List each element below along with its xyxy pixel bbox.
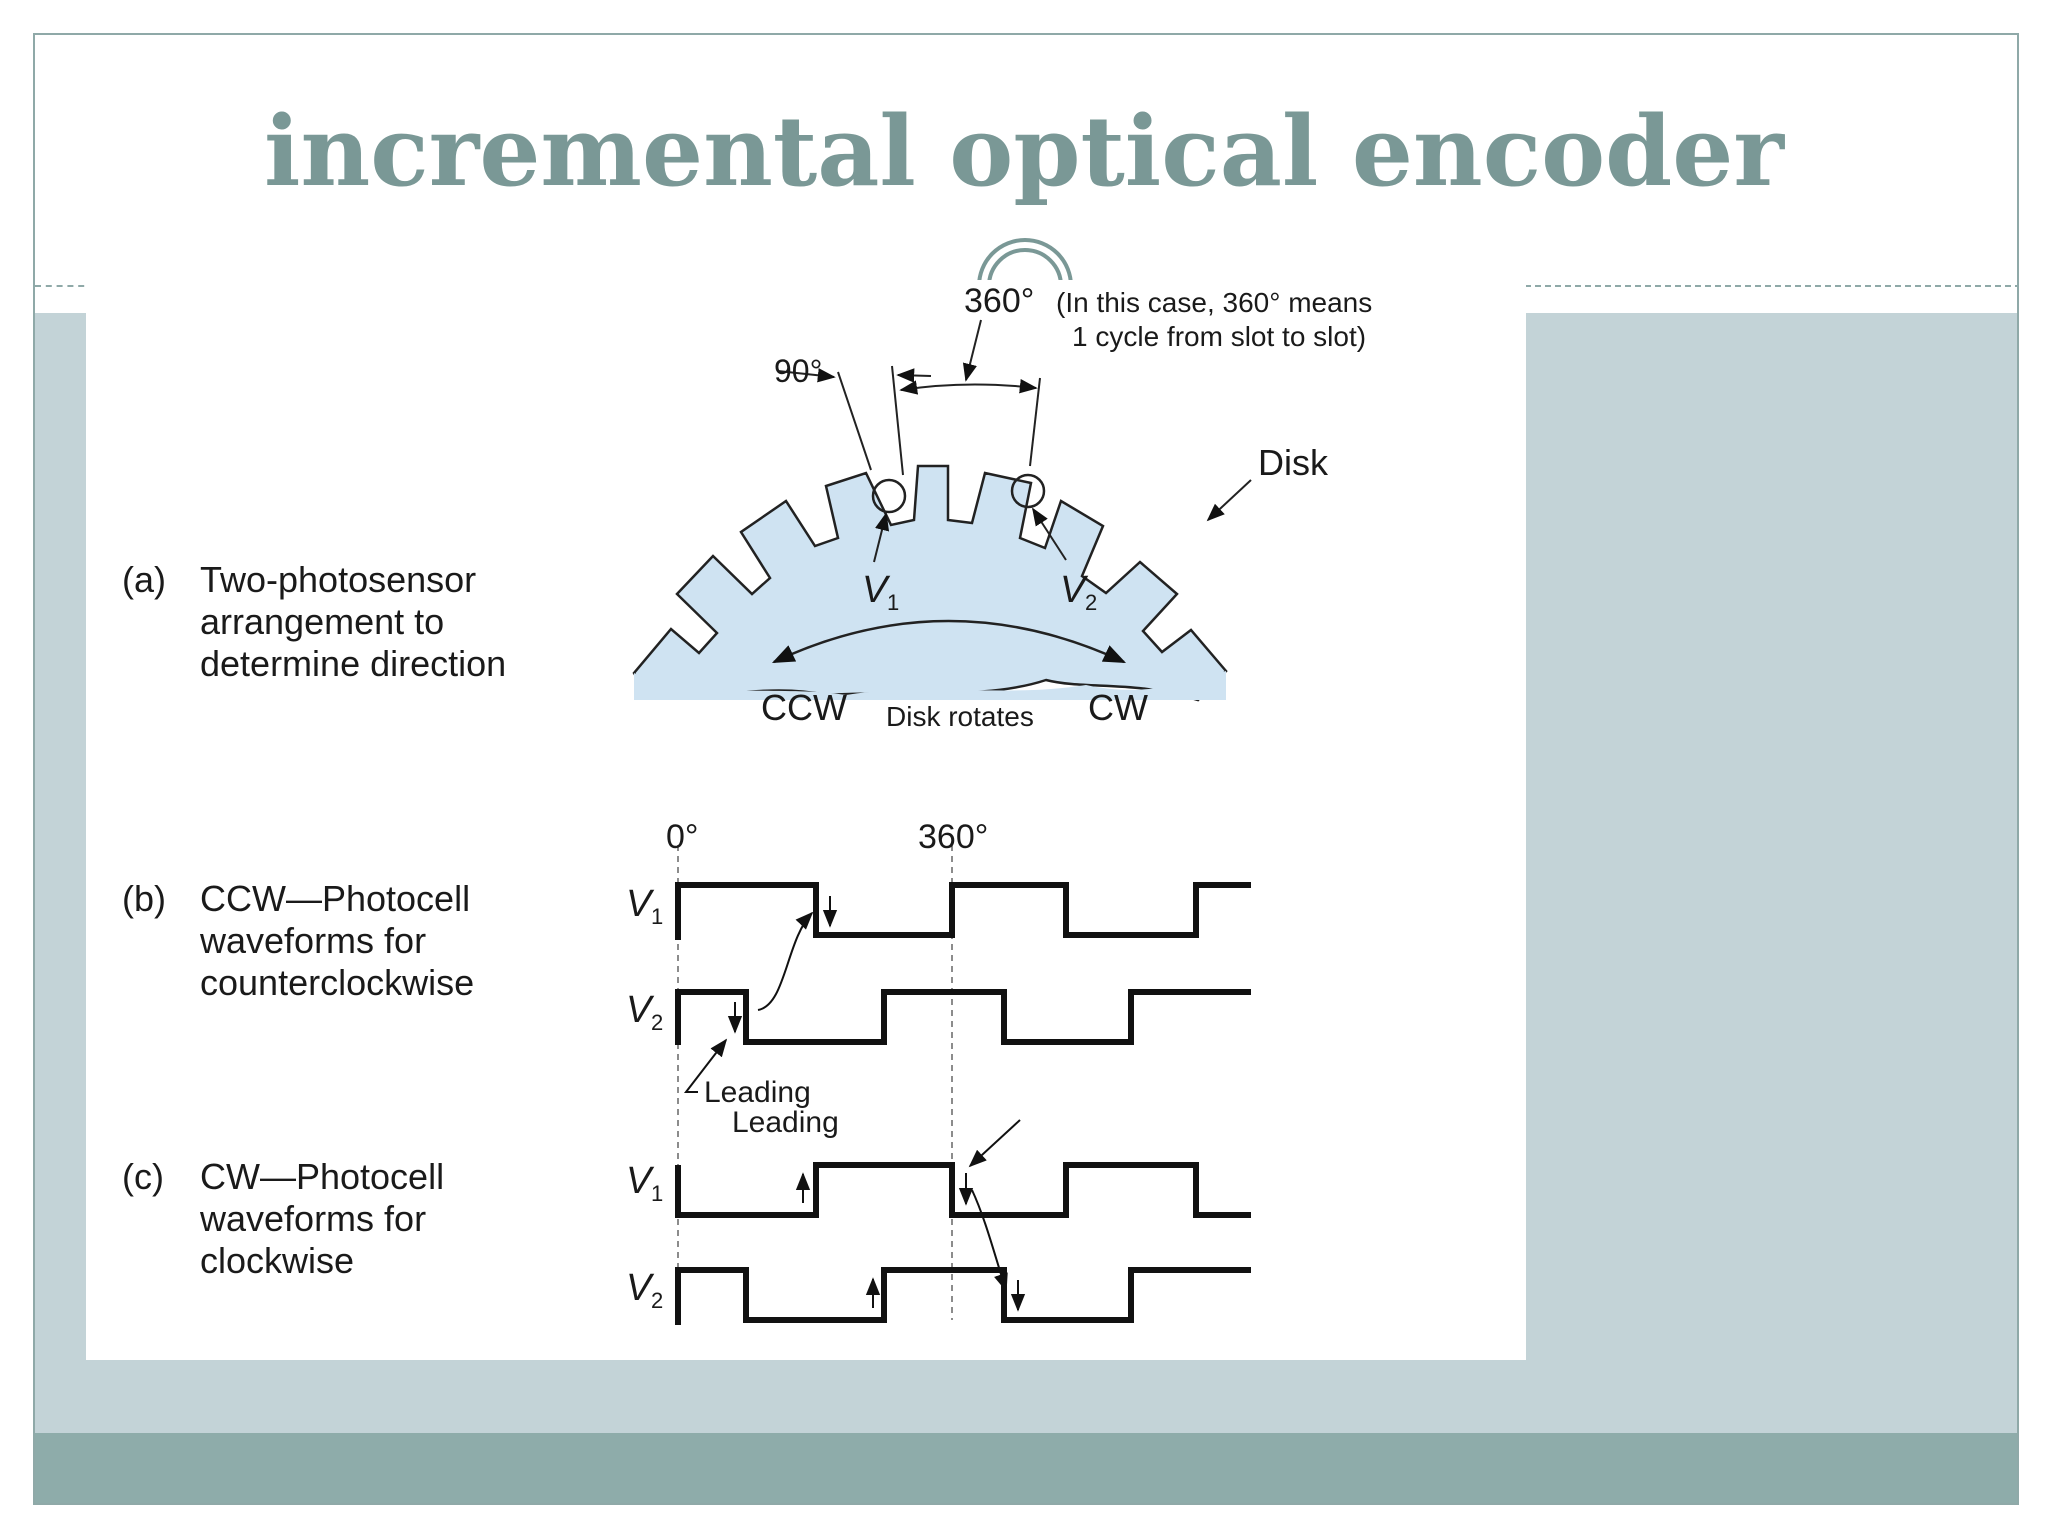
ccw-label: CCW xyxy=(761,687,847,728)
ccw-leading-label: Leading xyxy=(704,1076,811,1109)
angle-note-line2: 1 cycle from slot to slot) xyxy=(1072,321,1366,352)
header-divider-right xyxy=(1525,285,2017,287)
part-b-caption-line2: waveforms for xyxy=(199,920,426,961)
part-a-caption-line2: arrangement to xyxy=(200,601,444,642)
cw-leading-label: Leading xyxy=(732,1106,839,1139)
cw-leading-pointer xyxy=(968,1119,1021,1168)
cw-v2-subscript: 2 xyxy=(651,1288,663,1313)
sensor-v2-subscript: 2 xyxy=(1085,590,1097,615)
encoder-figure: (a) Two-photosensor arrangement to deter… xyxy=(86,280,1526,1360)
dim-360-pointer xyxy=(962,319,982,382)
disk-rotates-label: Disk rotates xyxy=(886,701,1034,732)
part-c-caption-line2: waveforms for xyxy=(199,1198,426,1239)
dim-90-arrow-right xyxy=(896,368,932,383)
header-divider-left xyxy=(35,285,95,287)
v2-pointer xyxy=(1032,507,1067,561)
part-b-caption-line1: CCW—Photocell xyxy=(200,878,470,919)
cw-label: CW xyxy=(1088,687,1148,728)
ccw-v1-label: V xyxy=(626,883,655,925)
ccw-lead-connector xyxy=(757,911,814,1011)
dim-90-arrow-left xyxy=(777,368,836,383)
wave-360deg-label: 360° xyxy=(918,818,988,856)
angle-90-label: 90° xyxy=(774,353,822,389)
disk-label-arrow xyxy=(1206,479,1252,522)
angle-360-label: 360° xyxy=(964,282,1034,320)
dim-90-right-line xyxy=(891,365,904,476)
part-c-caption-line1: CW—Photocell xyxy=(200,1156,444,1197)
ccw-v2-label: V xyxy=(626,989,655,1031)
photosensor-v1 xyxy=(871,478,907,514)
ccw-v2-subscript: 2 xyxy=(651,1010,663,1035)
angle-note-line1: (In this case, 360° means xyxy=(1056,287,1372,318)
sensor-v2-label: V xyxy=(1060,569,1089,611)
part-b-letter: (b) xyxy=(122,878,166,919)
cw-v2-label: V xyxy=(626,1267,655,1309)
part-a-caption-line3: determine direction xyxy=(200,643,506,684)
disk-lower-fill xyxy=(634,671,1226,700)
disk-label: Disk xyxy=(1258,442,1329,483)
part-b-caption-line3: counterclockwise xyxy=(200,962,474,1003)
footer-band xyxy=(35,1433,2017,1503)
encoder-disk xyxy=(632,464,1228,702)
ccw-v1-waveform xyxy=(675,882,1251,940)
title-ornament-icon xyxy=(977,238,1073,287)
encoder-diagram: (a) Two-photosensor arrangement to deter… xyxy=(122,282,1372,1325)
v1-pointer xyxy=(873,512,890,563)
dim-360-arc xyxy=(899,379,1038,395)
cw-v1-subscript: 1 xyxy=(651,1181,663,1206)
sensor-v1-label: V xyxy=(862,569,891,611)
sensor-v1-subscript: 1 xyxy=(887,590,899,615)
cw-v1-label: V xyxy=(626,1160,655,1202)
ccw-v1-subscript: 1 xyxy=(651,904,663,929)
photosensor-v2 xyxy=(1010,473,1046,509)
cw-v2-waveform xyxy=(675,1267,1251,1325)
ccw-leading-pointer xyxy=(683,1038,728,1093)
dim-360-right-line xyxy=(1029,377,1041,467)
rotation-arrow xyxy=(771,619,1127,664)
part-c-caption-line3: clockwise xyxy=(200,1240,354,1281)
cw-v1-waveform xyxy=(675,1162,1251,1218)
dim-90-left-line xyxy=(837,371,872,471)
slide-title: incremental optical encoder xyxy=(264,95,1784,208)
part-c-letter: (c) xyxy=(122,1156,164,1197)
ccw-v2-waveform xyxy=(675,989,1251,1045)
cw-lead-connector xyxy=(971,1189,1008,1292)
part-a-caption-line1: Two-photosensor xyxy=(200,559,476,600)
wave-0deg-label: 0° xyxy=(666,818,699,856)
part-a-letter: (a) xyxy=(122,559,166,600)
